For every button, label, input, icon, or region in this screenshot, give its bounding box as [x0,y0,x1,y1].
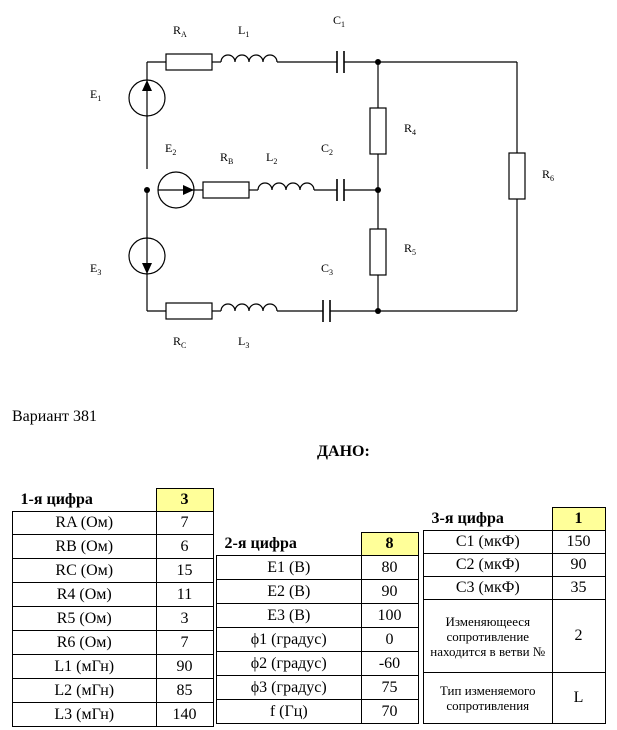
table2-header: 2-я цифра [224,534,297,552]
node-dot [375,308,381,314]
table2-digit: 8 [360,532,419,556]
table2-row-value: 0 [360,627,419,652]
table1-row-label: RB (Ом) [12,534,157,559]
resistor-r4 [369,107,387,155]
label-rb: RB [220,150,233,166]
table2-row-label: ϕ2 (градус) [216,651,362,676]
table2-row-value: 70 [360,699,419,724]
label-rc: RC [173,334,186,350]
label-c2: C2 [321,141,333,157]
table3-row-label: Изменяющееся сопротивление находится в в… [423,599,553,673]
table-third-digit: 3-я цифра 1 C1 (мкФ) 150 C2 (мкФ) 90 C3 … [423,507,606,724]
table-second-digit: 2-я цифра 8 E1 (В) 80 E2 (В) 90 E3 (В) 1… [216,532,419,724]
table2-row-label: E3 (В) [216,603,362,628]
table1-row-value: 85 [155,678,214,703]
table2-row-value: -60 [360,651,419,676]
table3-row-value: 35 [551,576,606,600]
label-c3: C3 [321,261,333,277]
table2-row-label: ϕ1 (градус) [216,627,362,652]
table1-row-value: 140 [155,702,214,727]
table3-row-label: C2 (мкФ) [423,553,553,577]
resistor-r5 [369,228,387,276]
resistor-rc [165,302,213,320]
table3-row-value: 150 [551,530,606,554]
table2-row-value: 80 [360,555,419,580]
table1-row-label: R6 (Ом) [12,630,157,655]
label-e2: E2 [165,141,176,157]
arrowhead-e3 [142,263,152,274]
table2-row-label: f (Гц) [216,699,362,724]
table3-header: 3-я цифра [431,509,504,527]
table1-row-label: RC (Ом) [12,558,157,583]
table3-digit: 1 [551,507,606,531]
resistor-r6 [508,152,526,200]
table-first-digit: 1-я цифра 3 RA (Ом) 7 RB (Ом) 6 RC (Ом) … [12,488,214,727]
table1-row-value: 6 [155,534,214,559]
arrowhead-e1 [142,80,152,91]
table1-row-value: 11 [155,582,214,607]
inductor-l3 [220,303,278,312]
resistor-rb [202,181,250,199]
label-ra: RA [173,23,187,39]
table2-row-value: 100 [360,603,419,628]
table1-row-value: 15 [155,558,214,583]
arrowhead-e2 [183,185,194,195]
label-r6: R6 [542,167,554,183]
table2-row-value: 75 [360,675,419,700]
resistor-ra [165,53,213,71]
variant-title: Вариант 381 [12,408,97,425]
table3-row-value: 90 [551,553,606,577]
label-e3: E3 [90,261,101,277]
table3-row-value: L [551,672,606,724]
label-l1: L1 [238,23,249,39]
node-dot [375,59,381,65]
table3-row-value: 2 [551,599,606,673]
table1-row-value: 7 [155,511,214,535]
table2-row-label: E1 (В) [216,555,362,580]
table1-row-label: R5 (Ом) [12,606,157,631]
label-l2: L2 [266,150,277,166]
table3-row-label: C1 (мкФ) [423,530,553,554]
table1-row-value: 7 [155,630,214,655]
circuit-diagram: RA L1 C1 E1 E2 RB L2 C2 R4 R6 R5 E3 C3 R… [90,13,554,350]
label-c1: C1 [333,13,345,29]
label-e1: E1 [90,87,101,103]
label-r4: R4 [404,121,416,137]
node-dot [375,187,381,193]
table2-row-label: ϕ3 (градус) [216,675,362,700]
label-l3: L3 [238,334,249,350]
table1-row-value: 90 [155,654,214,679]
table2-row-label: E2 (В) [216,579,362,604]
table1-header: 1-я цифра [20,490,93,508]
given-heading: ДАНО: [317,443,370,460]
table1-row-label: L1 (мГн) [12,654,157,679]
table2-row-value: 90 [360,579,419,604]
table1-row-label: L2 (мГн) [12,678,157,703]
inductor-l2 [257,182,315,191]
inductor-l1 [220,54,278,63]
node-dot [144,187,150,193]
table1-row-value: 3 [155,606,214,631]
table1-row-label: R4 (Ом) [12,582,157,607]
table1-digit: 3 [155,488,214,512]
table1-row-label: L3 (мГн) [12,702,157,727]
label-r5: R5 [404,241,416,257]
table3-row-label: Тип изменяемого сопротивления [423,672,553,724]
table1-row-label: RA (Ом) [12,511,157,535]
table3-row-label: C3 (мкФ) [423,576,553,600]
